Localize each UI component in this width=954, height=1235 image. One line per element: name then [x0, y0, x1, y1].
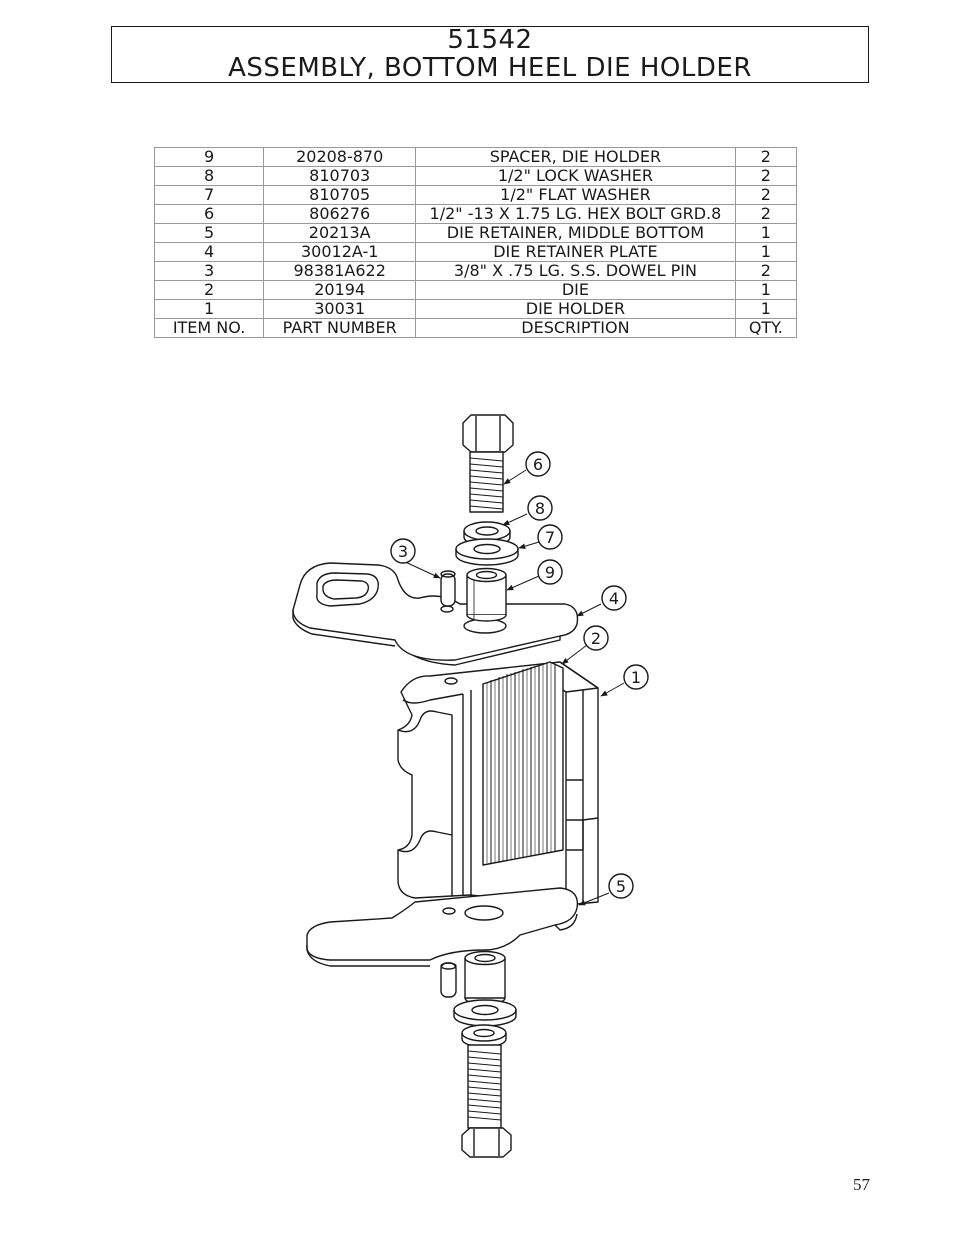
- page-number: 57: [853, 1175, 870, 1194]
- top-flat-washer: [455, 538, 519, 566]
- balloon-5: 5: [608, 873, 634, 899]
- svg-text:6: 6: [533, 455, 543, 474]
- svg-text:7: 7: [545, 528, 555, 547]
- part-number-cell: 20213A: [263, 223, 417, 243]
- bottom-flat-washer: [453, 999, 517, 1027]
- table-header-row: ITEM NO. PART NUMBER DESCRIPTION QTY.: [153, 318, 798, 338]
- part-number-cell: 30031: [263, 299, 417, 319]
- table-row: 5 20213A DIE RETAINER, MIDDLE BOTTOM 1: [153, 223, 798, 243]
- top-hex-bolt: [462, 414, 514, 513]
- serrated-die: [482, 661, 564, 866]
- top-spacer: [466, 567, 507, 622]
- balloon-9: 9: [537, 559, 563, 585]
- svg-text:9: 9: [545, 563, 555, 582]
- table-row: 8 810703 1/2" LOCK WASHER 2: [153, 166, 798, 186]
- balloon-8: 8: [527, 495, 553, 521]
- header-item: ITEM NO.: [153, 318, 265, 338]
- table-row: 9 20208-870 SPACER, DIE HOLDER 2: [153, 147, 798, 167]
- bottom-dowel-pin: [440, 962, 457, 998]
- bottom-die-retainer: [306, 887, 579, 967]
- header-part-number: PART NUMBER: [263, 318, 417, 338]
- part-number-cell: 810703: [263, 166, 417, 186]
- assembly-name: ASSEMBLY, BOTTOM HEEL DIE HOLDER: [228, 53, 752, 83]
- table-row: 4 30012A-1 DIE RETAINER PLATE 1: [153, 242, 798, 262]
- bottom-hex-bolt: [461, 1044, 512, 1158]
- table-row: 7 810705 1/2" FLAT WASHER 2: [153, 185, 798, 205]
- balloon-1: 1: [623, 664, 649, 690]
- svg-text:4: 4: [609, 589, 619, 608]
- bill-of-materials-table: 9 20208-870 SPACER, DIE HOLDER 2 8 81070…: [153, 147, 798, 338]
- svg-text:8: 8: [535, 499, 545, 518]
- description-cell: DIE RETAINER, MIDDLE BOTTOM: [415, 223, 736, 243]
- svg-text:5: 5: [616, 877, 626, 896]
- table-row: 3 98381A622 3/8" X .75 LG. S.S. DOWEL PI…: [153, 261, 798, 281]
- bottom-lock-washer: [461, 1024, 507, 1048]
- header-description: DESCRIPTION: [415, 318, 736, 338]
- item-balloons: 6 8 7 3 9 4 2 1 5: [390, 451, 649, 899]
- assembly-number: 51542: [447, 25, 533, 55]
- balloon-4: 4: [601, 585, 627, 611]
- part-number-cell: 30012A-1: [263, 242, 417, 262]
- svg-text:2: 2: [591, 629, 601, 648]
- header-qty: QTY.: [734, 318, 798, 338]
- part-number-cell: 810705: [263, 185, 417, 205]
- top-dowel-pin: [440, 570, 456, 607]
- svg-text:1: 1: [631, 668, 641, 687]
- drawing-title-block: 51542 ASSEMBLY, BOTTOM HEEL DIE HOLDER: [111, 26, 869, 83]
- leader-lines: [400, 469, 625, 906]
- bottom-spacer: [464, 950, 506, 1006]
- table-row: 1 30031 DIE HOLDER 1: [153, 299, 798, 319]
- balloon-6: 6: [525, 451, 551, 477]
- balloon-2: 2: [583, 625, 609, 651]
- description-cell: DIE HOLDER: [415, 299, 736, 319]
- svg-text:3: 3: [398, 542, 408, 561]
- balloon-3: 3: [390, 538, 416, 564]
- balloon-7: 7: [537, 524, 563, 550]
